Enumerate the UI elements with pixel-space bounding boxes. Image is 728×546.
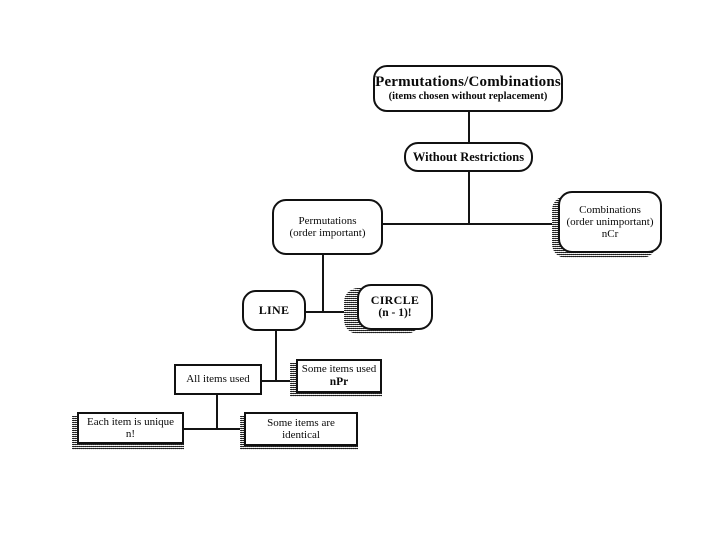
node-circle[interactable]: CIRCLE (n - 1)! bbox=[357, 284, 433, 330]
connector-line-down bbox=[275, 330, 277, 381]
connector-all-items-used-down bbox=[216, 394, 218, 429]
connector-bottom-bar bbox=[180, 428, 244, 430]
node-combinations-line3: nCr bbox=[601, 228, 619, 241]
node-some-items-used[interactable]: Some items used nPr bbox=[296, 359, 382, 393]
node-combinations[interactable]: Combinations (order unimportant) nCr bbox=[558, 191, 662, 253]
node-combinations-line1: Combinations bbox=[579, 203, 641, 216]
node-permutations-line2: (order important) bbox=[289, 227, 366, 239]
node-circle-line2: (n - 1)! bbox=[378, 307, 412, 320]
node-some-items-identical-line2: identical bbox=[282, 429, 320, 441]
node-all-items-used-line1: All items used bbox=[186, 373, 250, 386]
node-root-line1: Permutations/Combinations bbox=[375, 74, 561, 91]
node-each-item-unique-line1: Each item is unique bbox=[86, 415, 175, 428]
node-each-item-unique-line2: n! bbox=[125, 428, 136, 440]
node-root[interactable]: Permutations/Combinations (items chosen … bbox=[373, 65, 563, 112]
node-combinations-line2: (order unimportant) bbox=[566, 215, 654, 228]
node-all-items-used[interactable]: All items used bbox=[174, 364, 262, 395]
node-some-items-used-line1: Some items used bbox=[301, 363, 377, 376]
node-line-line1: LINE bbox=[258, 302, 290, 317]
node-permutations[interactable]: Permutations (order important) bbox=[272, 199, 383, 255]
node-some-items-identical[interactable]: Some items are identical bbox=[244, 412, 358, 446]
node-each-item-unique[interactable]: Each item is unique n! bbox=[77, 412, 184, 444]
node-line[interactable]: LINE bbox=[242, 290, 306, 331]
connector-permutations-combinations-bar bbox=[383, 223, 558, 225]
connector-without-restrictions-down bbox=[468, 171, 470, 224]
node-root-line2: (items chosen without replacement) bbox=[388, 91, 548, 103]
node-some-items-identical-line1: Some items are bbox=[267, 416, 335, 429]
node-some-items-used-line2: nPr bbox=[329, 375, 349, 388]
connector-allitems-someitems-bar bbox=[261, 380, 297, 382]
node-permutations-line1: Permutations bbox=[298, 214, 357, 227]
connector-root-to-without-restrictions bbox=[468, 111, 470, 142]
node-circle-line1: CIRCLE bbox=[370, 292, 420, 307]
connector-permutations-down bbox=[322, 254, 324, 312]
connector-line-circle-bar bbox=[305, 311, 358, 313]
node-without-restrictions[interactable]: Without Restrictions bbox=[404, 142, 533, 172]
node-without-restrictions-line1: Without Restrictions bbox=[412, 150, 525, 164]
